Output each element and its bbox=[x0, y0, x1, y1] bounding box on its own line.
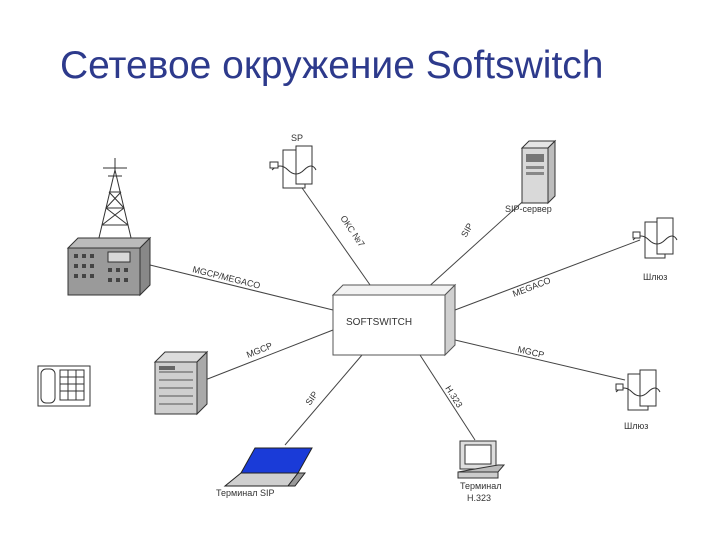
sip-server-icon bbox=[522, 141, 555, 203]
edge-terminal-h323 bbox=[420, 355, 475, 440]
sip-server-label: SIP-сервер bbox=[505, 204, 552, 214]
gateway-top-icon bbox=[633, 218, 677, 258]
edge-label-sip-top: SIP bbox=[459, 221, 475, 239]
softswitch-label: SOFTSWITCH bbox=[346, 317, 412, 328]
gateway-top-label: Шлюз bbox=[643, 272, 667, 282]
edge-label-oks7: ОКС №7 bbox=[338, 214, 366, 249]
edge-pbx bbox=[150, 265, 333, 310]
terminal-h323-label-line1: Терминал bbox=[460, 481, 501, 491]
gateway-bottom-label: Шлюз bbox=[624, 421, 648, 431]
edge-server bbox=[205, 330, 333, 380]
terminal-sip-label: Терминал SIP bbox=[216, 488, 274, 498]
antenna-tower-icon bbox=[98, 158, 132, 242]
edge-gateway-bottom bbox=[455, 340, 625, 380]
phone-icon bbox=[38, 366, 90, 406]
gateway-bottom-icon bbox=[616, 370, 660, 410]
sp-label: SP bbox=[291, 133, 303, 143]
edge-label-megaco: MEGACO bbox=[511, 275, 552, 299]
edge-laptop bbox=[285, 355, 362, 445]
edge-label-sip-bottom: SIP bbox=[303, 390, 320, 408]
desktop-terminal-icon bbox=[458, 441, 504, 478]
pbx-cabinet-icon bbox=[68, 238, 150, 295]
media-gateway-server-icon bbox=[155, 352, 207, 414]
sp-device-icon bbox=[270, 146, 316, 188]
softswitch-box: SOFTSWITCH bbox=[333, 285, 455, 355]
laptop-icon bbox=[225, 448, 312, 486]
edge-label-mgcp-left: MGCP bbox=[245, 340, 274, 359]
terminal-h323-label-line2: H.323 bbox=[467, 493, 491, 503]
